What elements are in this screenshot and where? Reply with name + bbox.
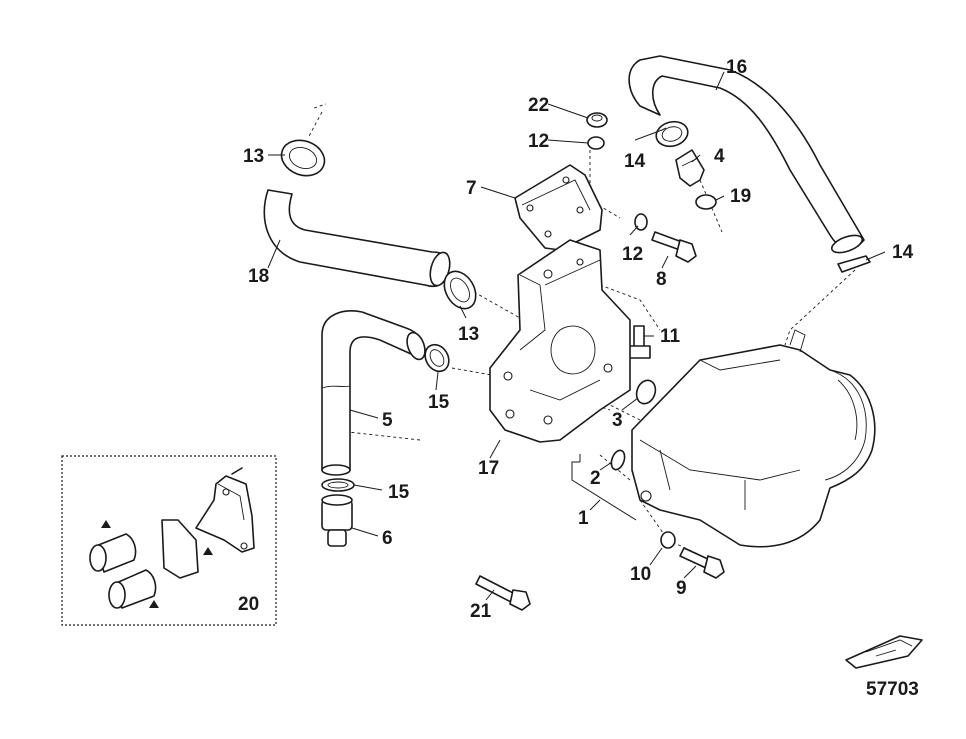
callout-14-lower: 14 bbox=[892, 242, 914, 263]
manifold-17 bbox=[489, 239, 631, 443]
callout-14-top: 14 bbox=[624, 151, 646, 172]
callout-11: 11 bbox=[660, 326, 681, 347]
callout-15-upper: 15 bbox=[428, 392, 450, 413]
callout-labels: 13 22 12 7 14 4 19 16 12 8 14 18 13 11 1… bbox=[238, 57, 914, 622]
leader-lines bbox=[267, 71, 886, 601]
callout-2: 2 bbox=[590, 468, 601, 489]
clamp-13-top bbox=[280, 139, 326, 177]
washer-12-top bbox=[587, 136, 605, 150]
callout-6: 6 bbox=[382, 528, 393, 549]
callout-15-lower: 15 bbox=[388, 482, 410, 503]
o-ring-2 bbox=[610, 449, 626, 471]
callout-17: 17 bbox=[478, 458, 499, 479]
callout-5: 5 bbox=[382, 410, 393, 431]
bracket-7 bbox=[514, 164, 603, 251]
figure-number: 57703 bbox=[866, 679, 919, 700]
clamp-14-lower bbox=[837, 255, 871, 273]
fitting-6 bbox=[321, 494, 353, 547]
triangle-marker-icon bbox=[101, 520, 213, 608]
bolt-11 bbox=[627, 325, 651, 359]
callout-10: 10 bbox=[630, 564, 651, 585]
callout-9: 9 bbox=[676, 578, 687, 599]
callout-21: 21 bbox=[470, 601, 492, 622]
callout-4: 4 bbox=[714, 146, 725, 167]
bolt-21 bbox=[475, 575, 531, 611]
o-ring-3 bbox=[635, 379, 657, 405]
hose-16 bbox=[628, 55, 865, 254]
clamp-15-lower bbox=[321, 478, 355, 492]
bolt-8 bbox=[651, 231, 697, 263]
callout-1: 1 bbox=[578, 508, 589, 529]
callout-8: 8 bbox=[656, 269, 667, 290]
callout-19: 19 bbox=[730, 186, 751, 207]
clamp-13-middle bbox=[443, 270, 477, 310]
hose-5 bbox=[321, 310, 426, 476]
clamp-14-top bbox=[655, 120, 689, 148]
callout-13-middle: 13 bbox=[458, 324, 479, 345]
callout-7: 7 bbox=[466, 178, 477, 199]
callout-16: 16 bbox=[726, 57, 747, 78]
nut-22 bbox=[586, 112, 608, 128]
callout-22: 22 bbox=[528, 95, 549, 116]
washer-10 bbox=[660, 531, 676, 549]
callout-3: 3 bbox=[612, 410, 623, 431]
bolt-9 bbox=[679, 547, 725, 579]
callout-18: 18 bbox=[248, 266, 269, 287]
clamp-15-upper bbox=[424, 343, 450, 373]
inset-kit-20 bbox=[61, 455, 277, 626]
hose-18 bbox=[263, 189, 451, 288]
callout-13-top: 13 bbox=[243, 146, 264, 167]
boat-icon bbox=[845, 635, 923, 669]
callout-12-mid: 12 bbox=[622, 244, 643, 265]
engine-housing-1 bbox=[631, 329, 876, 548]
callout-20: 20 bbox=[238, 594, 259, 615]
callout-12-top: 12 bbox=[528, 131, 549, 152]
o-ring-19 bbox=[695, 194, 717, 210]
